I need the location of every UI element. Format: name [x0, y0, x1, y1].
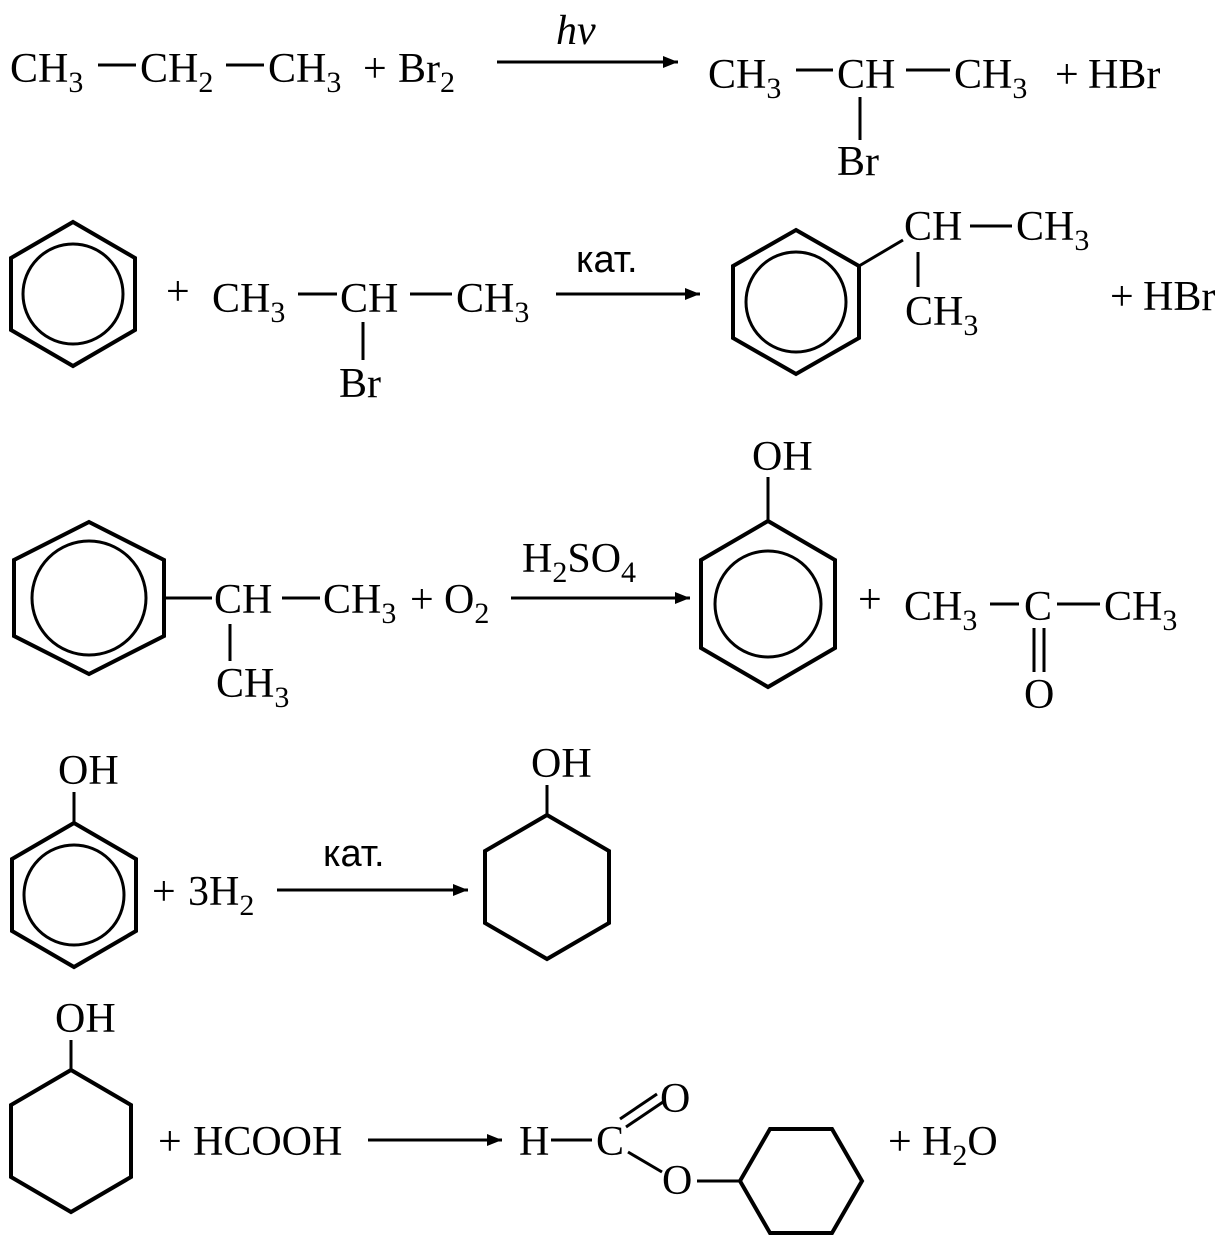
- plus-sign: +: [1055, 52, 1079, 98]
- product-ch3-right: CH3: [954, 52, 1027, 105]
- double-bond: [619, 1092, 658, 1121]
- bond: [627, 1150, 663, 1174]
- isopropyl-bromide-ch: CH: [340, 276, 398, 322]
- product-ch: CH: [837, 52, 895, 98]
- isopropyl-bromide-br: Br: [339, 361, 381, 407]
- reaction-3: CH CH3 CH3 + O2 H2SO4 OH + CH3 C CH3 O: [12, 434, 1177, 718]
- double-bond: [625, 1100, 664, 1129]
- bromine-reagent: Br2: [398, 46, 455, 99]
- reaction-5: OH + HCOOH H C O O + H2O: [9, 996, 998, 1235]
- formic-acid: HCOOH: [193, 1119, 342, 1165]
- plus-sign: +: [858, 577, 882, 623]
- phenol-ring: [699, 518, 837, 690]
- cyclohexanol-oh: OH: [531, 741, 592, 787]
- cumene-ch3-right: CH3: [323, 577, 396, 630]
- formate-ester-oxygen: O: [662, 1158, 692, 1204]
- propane-ch2: CH2: [140, 46, 213, 99]
- cumene-ch3-right: CH3: [1016, 204, 1089, 257]
- light-condition: hv: [556, 8, 596, 54]
- cumene-ring: [12, 519, 166, 677]
- formate-h: H: [519, 1119, 549, 1165]
- acetone-ch3-left: CH3: [904, 584, 977, 637]
- plus-sign: +: [152, 869, 176, 915]
- cumene-ch3-bottom: CH3: [905, 289, 978, 342]
- reaction-2: + CH3 CH CH3 Br кат. CH CH3 CH3 + HBr: [9, 204, 1215, 407]
- acid-catalyst-label: H2SO4: [522, 536, 636, 589]
- catalyst-label: кат.: [323, 833, 385, 875]
- bond: [858, 238, 904, 268]
- phenol-ring: [10, 820, 138, 970]
- cyclohexane-ring: [483, 812, 611, 962]
- plus-sign: +: [410, 577, 434, 623]
- benzene-ring: [9, 219, 137, 369]
- cumene-ch3-bottom: CH3: [216, 661, 289, 714]
- acetone-oxygen: O: [1024, 672, 1054, 718]
- cumene-ch: CH: [904, 204, 962, 250]
- acetone-carbon: C: [1024, 584, 1052, 630]
- catalyst-label: кат.: [576, 239, 638, 281]
- product-br: Br: [837, 139, 879, 185]
- isopropyl-bromide-ch3-left: CH3: [212, 276, 285, 329]
- cumene-ch: CH: [214, 577, 272, 623]
- hydrogen-reagent: 3H2: [188, 869, 254, 922]
- product-ch3-left: CH3: [708, 52, 781, 105]
- plus-sign: +: [1110, 274, 1134, 320]
- hbr-product: HBr: [1143, 274, 1215, 320]
- plus-sign: +: [363, 46, 387, 92]
- cumene-ring: [731, 227, 861, 377]
- formate-carbonyl-oxygen: O: [660, 1076, 690, 1122]
- acetone-ch3-right: CH3: [1104, 584, 1177, 637]
- reaction-1: CH3 CH2 CH3 + Br2 hv CH3 CH CH3 Br + HBr: [10, 8, 1160, 185]
- cyclohexanol-oh: OH: [55, 996, 116, 1042]
- propane-ch3-left: CH3: [10, 46, 83, 99]
- oxygen-reagent: O2: [444, 577, 489, 630]
- propane-ch3-right: CH3: [268, 46, 341, 99]
- plus-sign: +: [888, 1119, 912, 1165]
- cyclohexane-ring: [737, 1127, 865, 1235]
- water-product: H2O: [922, 1119, 998, 1172]
- isopropyl-bromide-ch3-right: CH3: [456, 276, 529, 329]
- phenol-oh: OH: [752, 434, 813, 480]
- hbr-product: HBr: [1088, 52, 1160, 98]
- phenol-oh: OH: [58, 748, 119, 794]
- cyclohexane-ring: [9, 1067, 133, 1215]
- formate-carbon: C: [596, 1119, 624, 1165]
- plus-sign: +: [166, 269, 190, 315]
- reaction-4: OH + 3H2 кат. OH: [10, 741, 611, 970]
- plus-sign: +: [158, 1119, 182, 1165]
